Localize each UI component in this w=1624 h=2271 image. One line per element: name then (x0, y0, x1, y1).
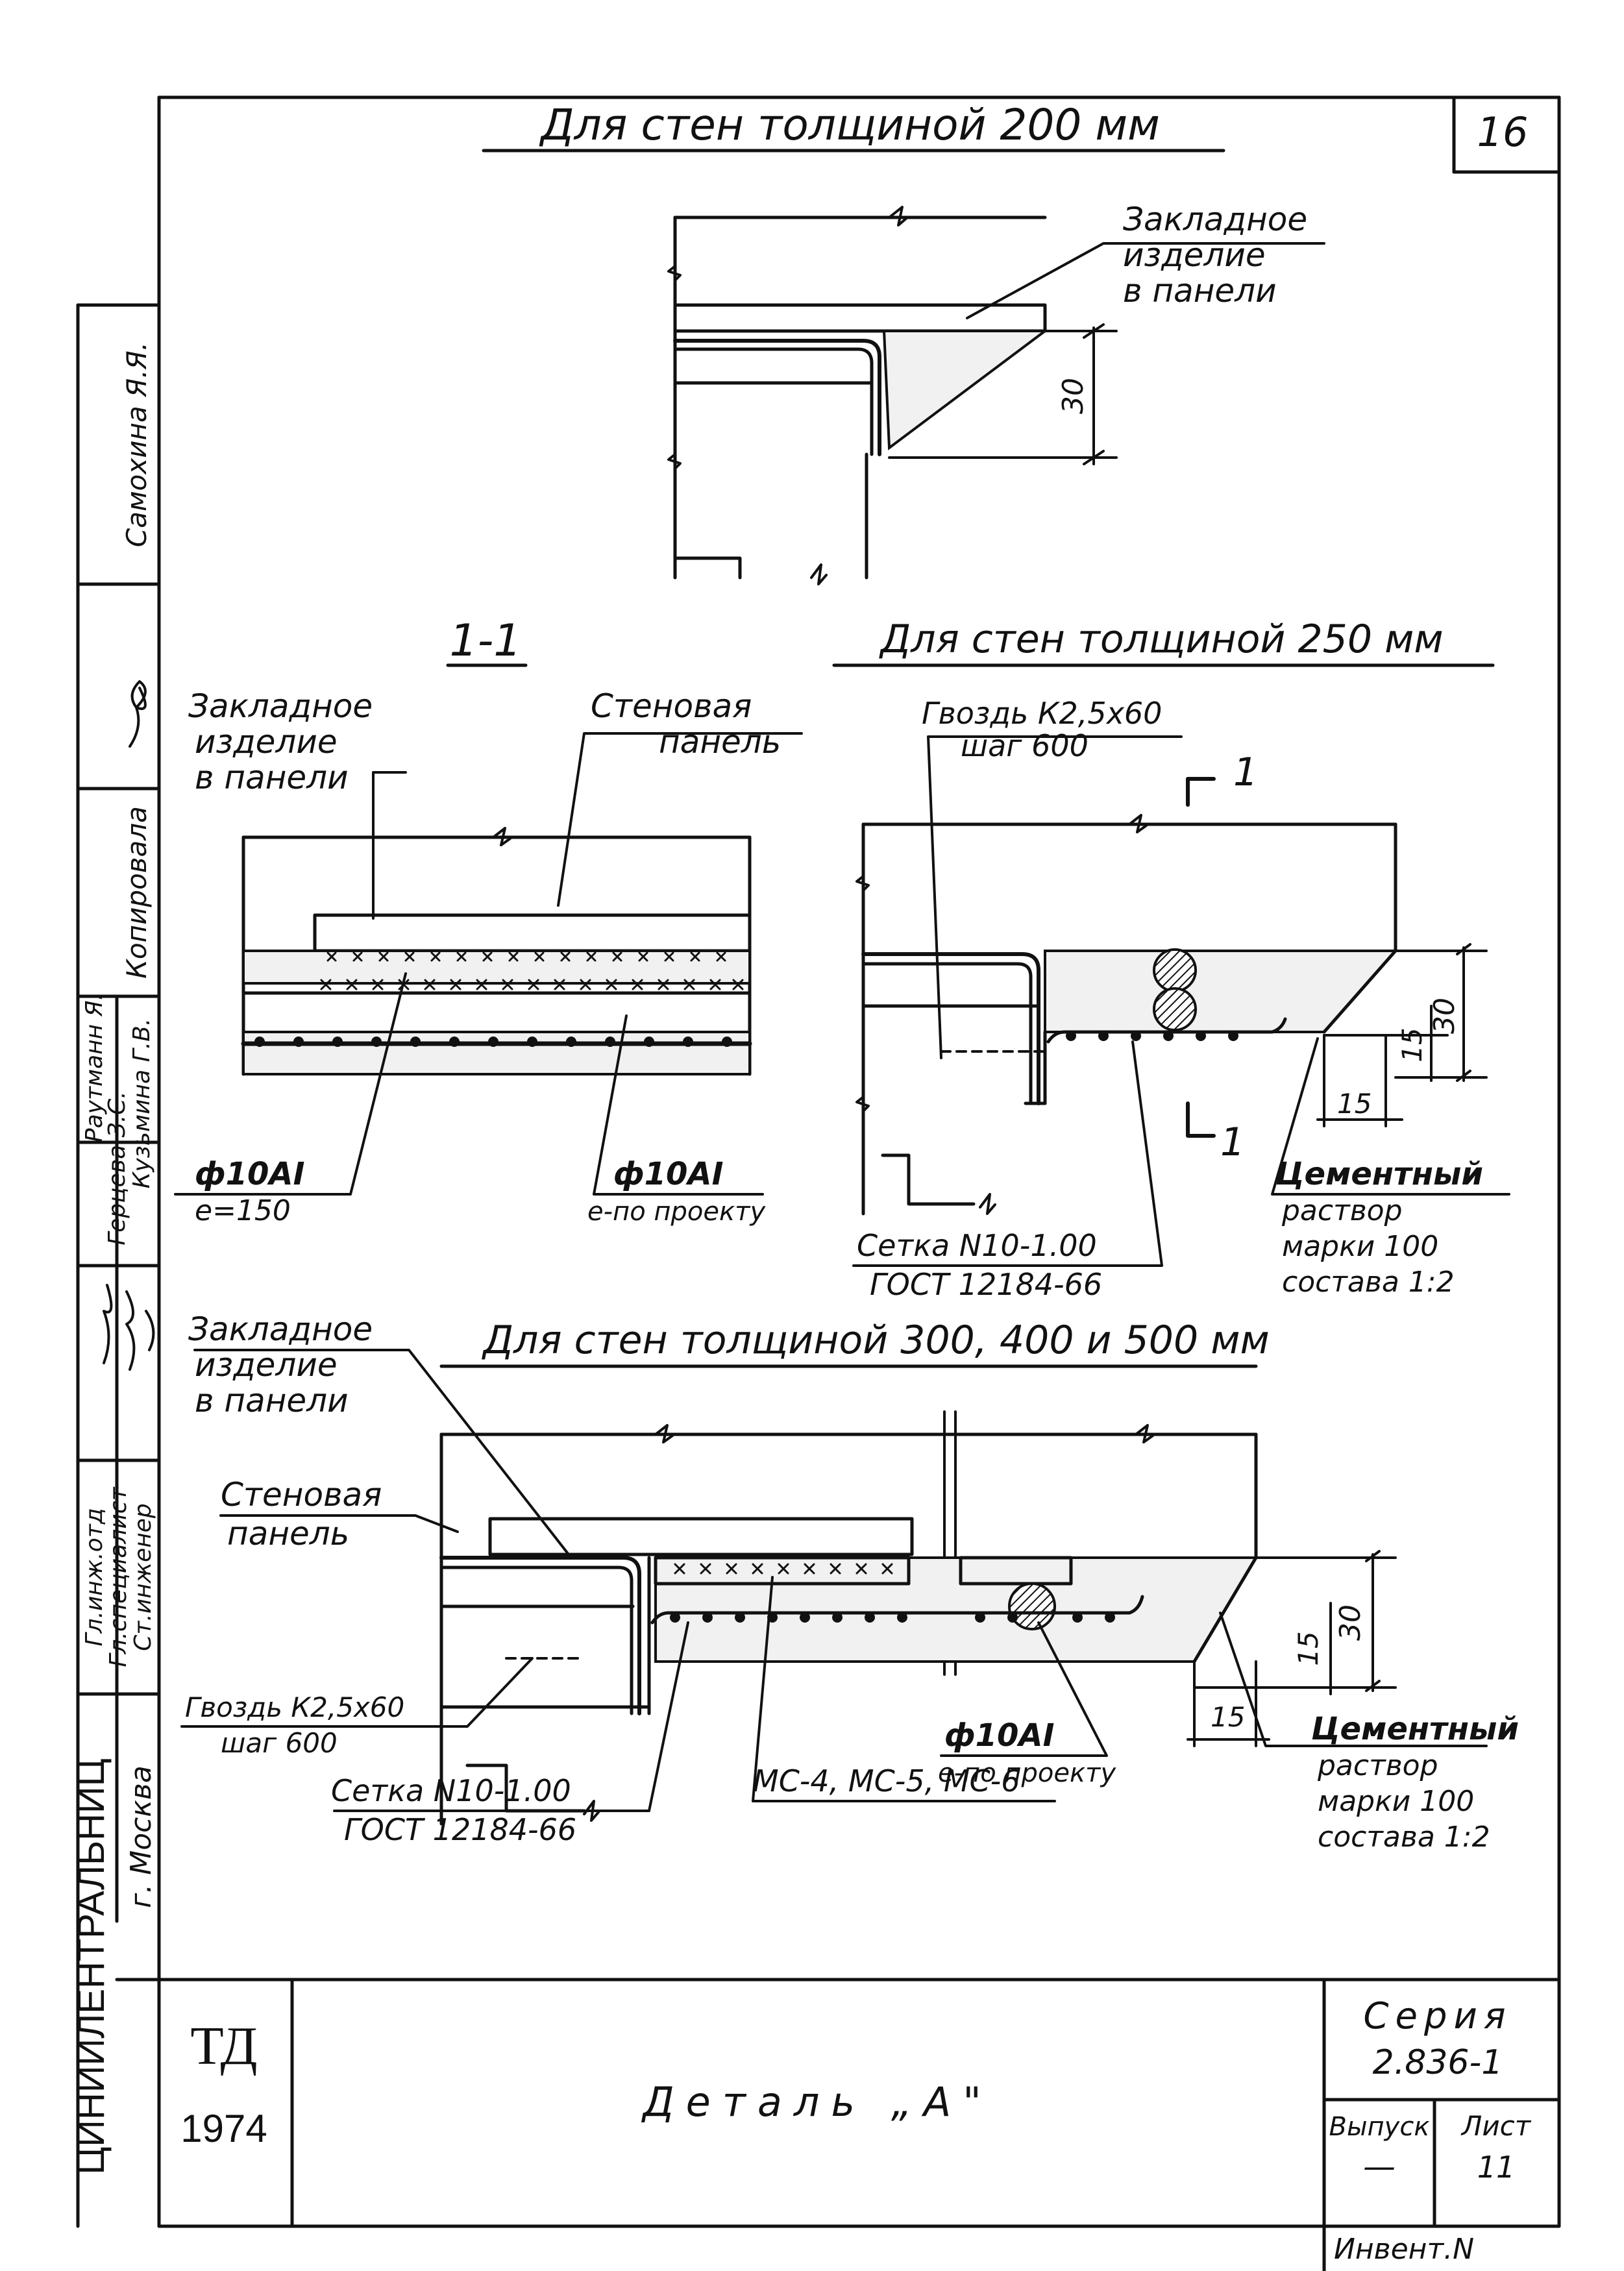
section-1-1-label: 1-1 (449, 615, 521, 667)
detail-300mm: 30 15 15 Закладное изделие в панели Стен… (180, 1310, 1519, 1854)
wall-panel-label-mid-1: Стеновая (591, 687, 752, 725)
rebar-label-bottom: ф10АI (944, 1717, 1054, 1754)
embedded-label-bottom-1: Закладное (188, 1310, 373, 1348)
section-mark-top: 1 (1233, 750, 1258, 795)
stamp-td: ТД (190, 2016, 257, 2076)
dim-15-mid-v: 15 (1396, 1027, 1428, 1062)
embedded-label-mid-2: изделие (195, 723, 338, 761)
nails-label-bottom-1: Гвоздь К2,5х60 (185, 1691, 404, 1723)
dim-15-mid-h: 15 (1337, 1088, 1372, 1120)
nails-label-mid-2: шаг 600 (961, 728, 1089, 763)
stamp-role-3: Ст.инженер (130, 1503, 156, 1651)
title-block: ТД 1974 Деталь „А" Серия 2.836-1 Выпуск … (180, 1995, 1531, 2266)
stamp-copier-name: Самохина Я.Я. (121, 342, 153, 547)
stamp-name-2: Герцева З.С. (104, 1091, 130, 1246)
embedded-label-top-3: в панели (1123, 272, 1277, 310)
embedded-label-top-2: изделие (1123, 236, 1266, 274)
embedded-label-mid-1: Закладное (188, 687, 373, 725)
mortar-label-mid-1: Цементный (1275, 1156, 1483, 1192)
mortar-label-bottom-1: Цементный (1311, 1711, 1519, 1747)
embedded-label-top-1: Закладное (1123, 201, 1307, 238)
dim-15-bottom-h: 15 (1211, 1701, 1245, 1733)
heading-300mm: Для стен толщиной 300, 400 и 500 мм (481, 1318, 1270, 1363)
wall-panel-label-bottom-1: Стеновая (221, 1476, 382, 1514)
rebar-spacing-left: e=150 (195, 1194, 291, 1227)
detail-250mm: 1 1 30 15 15 Гвоздь К2,5х60 шаг 600 Сетк… (852, 696, 1510, 1302)
series-label: Серия (1363, 1995, 1512, 2037)
sheet-value: 11 (1477, 2150, 1516, 2185)
sheet-number: 16 (1477, 108, 1529, 156)
rebar-label-right: ф10АI (613, 1156, 723, 1192)
section-mark-bottom: 1 (1220, 1120, 1245, 1165)
stamp-name-3: Кузьмина Г.В. (129, 1018, 155, 1188)
detail-section-1-1: Закладное изделие в панели Стеновая пане… (174, 687, 803, 1227)
drawing-title: Деталь „А" (641, 2078, 993, 2126)
issue-label: Выпуск (1329, 2112, 1430, 2142)
mortar-label-bottom-3: марки 100 (1318, 1785, 1474, 1818)
mesh-label-mid-1: Сетка N10-1.00 (857, 1228, 1097, 1263)
mesh-label-bottom-2: ГОСТ 12184-66 (344, 1812, 576, 1847)
mortar-label-bottom-2: раствор (1317, 1749, 1438, 1782)
left-stamp: Самохина Я.Я. Копировала Раутманн Я. Гер… (70, 342, 158, 2175)
rebar-label-left: ф10АI (195, 1156, 304, 1192)
dim-30-bottom: 30 (1334, 1604, 1367, 1641)
rebar-project-right: e-по проекту (587, 1197, 766, 1227)
inventory-label: Инвент.N (1334, 2233, 1474, 2266)
nails-label-bottom-2: шаг 600 (221, 1727, 338, 1759)
stamp-signatures (103, 1284, 155, 1371)
stamp-role-1: Гл.инж.отд (81, 1508, 108, 1646)
embedded-label-mid-3: в панели (195, 759, 349, 796)
stamp-name-1: Раутманн Я. (81, 993, 108, 1142)
stamp-year: 1974 (180, 2107, 267, 2150)
sheet-frame (76, 95, 1561, 2271)
embedded-label-bottom-3: в панели (195, 1382, 349, 1419)
mortar-label-mid-4: состава 1:2 (1282, 1266, 1455, 1299)
detail-200mm: 30 Закладное изделие в панели (667, 201, 1325, 585)
dim-30-top: 30 (1057, 378, 1090, 414)
mortar-label-bottom-4: состава 1:2 (1318, 1821, 1490, 1854)
dim-30-mid: 30 (1428, 998, 1461, 1034)
stamp-role-2: Гл.специалист (105, 1486, 132, 1667)
mesh-label-mid-2: ГОСТ 12184-66 (870, 1267, 1102, 1302)
issue-value: — (1363, 2148, 1396, 2185)
sheet-label: Лист (1460, 2110, 1532, 2142)
mortar-label-mid-2: раствор (1281, 1194, 1403, 1227)
mortar-label-mid-3: марки 100 (1282, 1230, 1438, 1263)
stamp-copied-by: Копировала (121, 806, 153, 979)
wall-panel-label-bottom-2: панель (227, 1515, 349, 1553)
stamp-organization: ЦИНИИЛЕНТРАЛЬНИЦ (70, 1758, 112, 2174)
mc-list-label: МС-4, МС-5, МС-6 (753, 1763, 1020, 1798)
dim-15-bottom-v: 15 (1292, 1631, 1324, 1665)
mesh-label-bottom-1: Сетка N10-1.00 (331, 1773, 571, 1808)
embedded-label-bottom-2: изделие (195, 1346, 338, 1384)
series-value: 2.836-1 (1373, 2043, 1503, 2082)
heading-200mm: Для стен толщиной 200 мм (539, 100, 1160, 150)
stamp-city: г. Москва (125, 1765, 158, 1908)
nails-label-mid-1: Гвоздь К2,5х60 (922, 696, 1162, 731)
wall-panel-label-mid-2: панель (659, 723, 781, 761)
heading-250mm: Для стен толщиной 250 мм (878, 617, 1443, 662)
stamp-copier-signature (129, 680, 147, 748)
rebar-project-bottom: e-по проекту (938, 1758, 1116, 1788)
